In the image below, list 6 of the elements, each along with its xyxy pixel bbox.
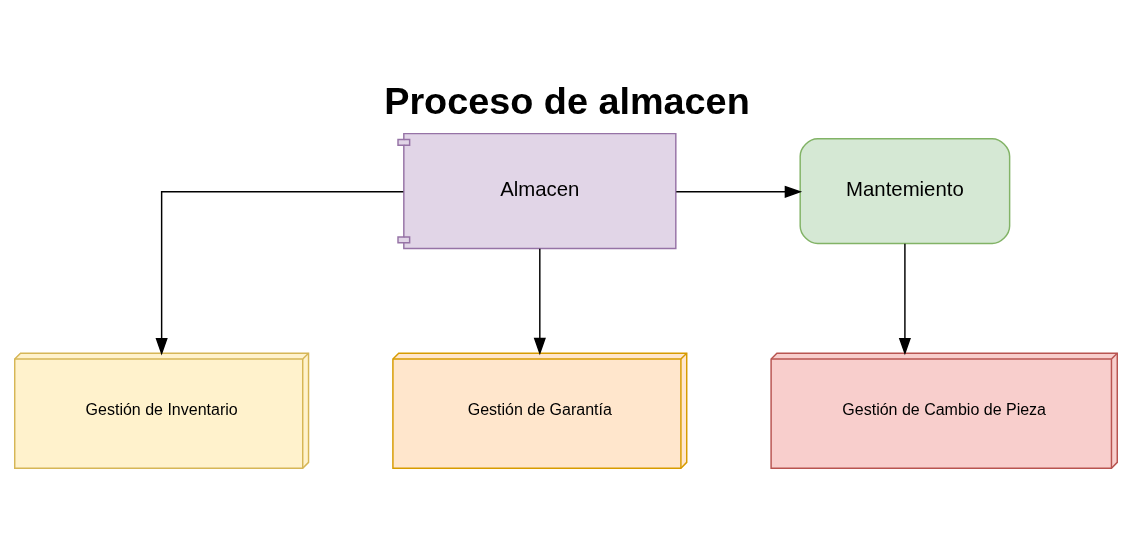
arrow (898, 242, 912, 356)
arrow (155, 191, 404, 356)
diagram-title: Proceso de almacen (384, 80, 750, 123)
arrow (533, 248, 546, 356)
node-box: Mantemiento (799, 138, 1011, 245)
arrow (675, 185, 803, 198)
